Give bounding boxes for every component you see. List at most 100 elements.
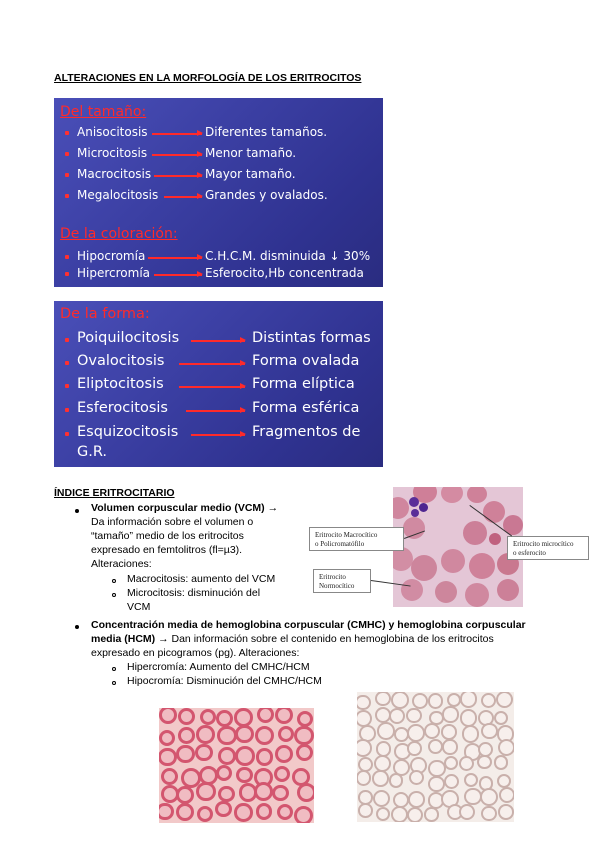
cell <box>276 803 293 820</box>
cell <box>477 754 492 770</box>
arrow-icon <box>154 271 203 277</box>
bullet <box>65 173 69 177</box>
slide-heading-shape: De la forma: <box>60 306 150 322</box>
cell <box>274 766 291 783</box>
cell <box>358 803 373 818</box>
arrow-icon <box>186 407 246 413</box>
cell <box>497 738 514 757</box>
slide-size-color: Del tamaño: Anisocitosis Diferentes tama… <box>54 98 383 287</box>
arrow-icon <box>148 254 203 260</box>
cell <box>215 800 232 818</box>
bullet <box>65 408 69 412</box>
bullet <box>75 509 79 513</box>
cell <box>392 758 410 776</box>
cell <box>293 806 313 823</box>
cell <box>159 708 178 724</box>
cell <box>253 781 274 802</box>
vcm-sub-1: Macrocitosis: aumento del VCM <box>127 573 276 585</box>
cell <box>373 790 391 808</box>
vcm-sub-2: Microcitosis: disminución del <box>127 587 261 599</box>
cell <box>233 708 253 727</box>
chcm-sub-1: Hipercromía: Aumento del CMHC/HCM <box>127 661 310 673</box>
cell <box>428 775 445 792</box>
cell <box>275 708 294 725</box>
label-macrocytic-line-1: Eritrocito Macrocítico <box>315 531 378 539</box>
hypochromia-smear-image <box>357 692 514 822</box>
cell <box>177 727 195 745</box>
shape-desc-5-cont: G.R. <box>77 444 108 460</box>
sub-bullet <box>112 667 116 671</box>
bullet <box>75 625 79 629</box>
cell <box>442 739 458 755</box>
chcm-line-2-rest: Dan información sobre el contenido en he… <box>168 633 494 645</box>
size-desc-4: Grandes y ovalados. <box>205 188 328 202</box>
cell <box>294 725 314 746</box>
cell <box>481 722 498 740</box>
section-title: ÍNDICE ERITROCITARIO <box>54 487 175 499</box>
cell <box>196 781 216 802</box>
cell <box>160 767 178 785</box>
vcm-line-2: “tamaño” medio de los eritrocitos <box>91 530 244 542</box>
arrow-icon <box>191 431 246 437</box>
cell <box>277 725 295 742</box>
color-term-2: Hipercromía <box>77 266 151 280</box>
cell <box>216 764 233 781</box>
size-term-4: Megalocitosis <box>77 188 159 202</box>
cell <box>235 725 254 744</box>
cell <box>254 726 275 746</box>
cell <box>459 692 478 708</box>
shape-desc-4: Forma esférica <box>252 400 360 416</box>
cell <box>443 773 460 789</box>
cell <box>218 747 236 765</box>
cell <box>196 725 216 744</box>
hyperchromia-smear-image <box>159 708 314 823</box>
cell <box>391 805 409 822</box>
label-normocytic-line-1: Eritrocito <box>319 573 346 581</box>
vcm-line-1: Da información sobre el volumen o <box>91 516 254 528</box>
cell <box>195 743 214 762</box>
cell <box>389 773 404 788</box>
cell <box>272 784 289 802</box>
vcm-heading: Volumen corpuscular medio (VCM) → <box>91 502 279 514</box>
label-macrocytic-line-2: o Policromatófilo <box>315 539 365 548</box>
cell <box>216 725 237 746</box>
cell <box>357 770 372 787</box>
arrow-icon <box>179 383 246 389</box>
arrow-icon <box>154 172 203 178</box>
label-microcytic-line-1: Eritrocito microcítico <box>513 540 574 548</box>
cell <box>493 710 509 726</box>
cell <box>235 745 256 766</box>
cell <box>496 773 512 788</box>
bullet <box>65 255 69 259</box>
cell <box>424 722 441 739</box>
cell <box>442 706 459 723</box>
cell <box>391 692 410 710</box>
size-desc-3: Mayor tamaño. <box>205 167 296 181</box>
cell <box>200 708 217 725</box>
cell <box>159 729 176 747</box>
bullet <box>65 432 69 436</box>
arrow-icon <box>191 337 246 343</box>
cell <box>463 773 479 788</box>
vcm-line-3: expresado en femtolitros (fl=µ3). <box>91 544 243 556</box>
arrow-icon <box>179 360 246 366</box>
shape-term-5: Esquizocitosis <box>77 424 179 440</box>
vcm-sub-2-cont: VCM <box>127 601 151 613</box>
bullet <box>65 152 69 156</box>
slide-shape: De la forma: Poiquilocitosis Distintas f… <box>54 301 383 467</box>
cell <box>176 744 195 764</box>
cell <box>427 693 444 709</box>
cell <box>461 725 480 744</box>
chcm-sub-2: Hipocromía: Disminución del CMHC/HCM <box>127 675 322 687</box>
vcm-line-4: Alteraciones: <box>91 558 152 570</box>
cell <box>406 707 422 724</box>
bullet <box>65 338 69 342</box>
cell <box>296 744 314 762</box>
cell <box>481 805 497 822</box>
cell <box>255 748 274 767</box>
slide-heading-size: Del tamaño: <box>60 104 147 120</box>
sub-bullet <box>112 579 116 583</box>
bullet <box>65 272 69 276</box>
size-desc-2: Menor tamaño. <box>205 146 297 160</box>
size-term-3: Macrocitosis <box>77 167 152 181</box>
